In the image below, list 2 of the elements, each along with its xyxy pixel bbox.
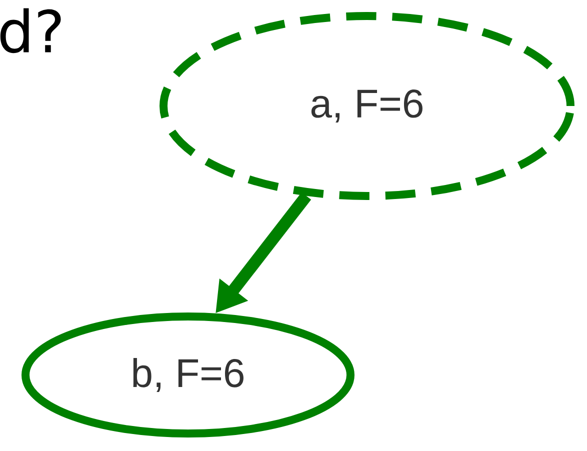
ellipse-node: b, F=6 bbox=[22, 312, 354, 438]
heading-text: d? bbox=[0, 8, 61, 54]
